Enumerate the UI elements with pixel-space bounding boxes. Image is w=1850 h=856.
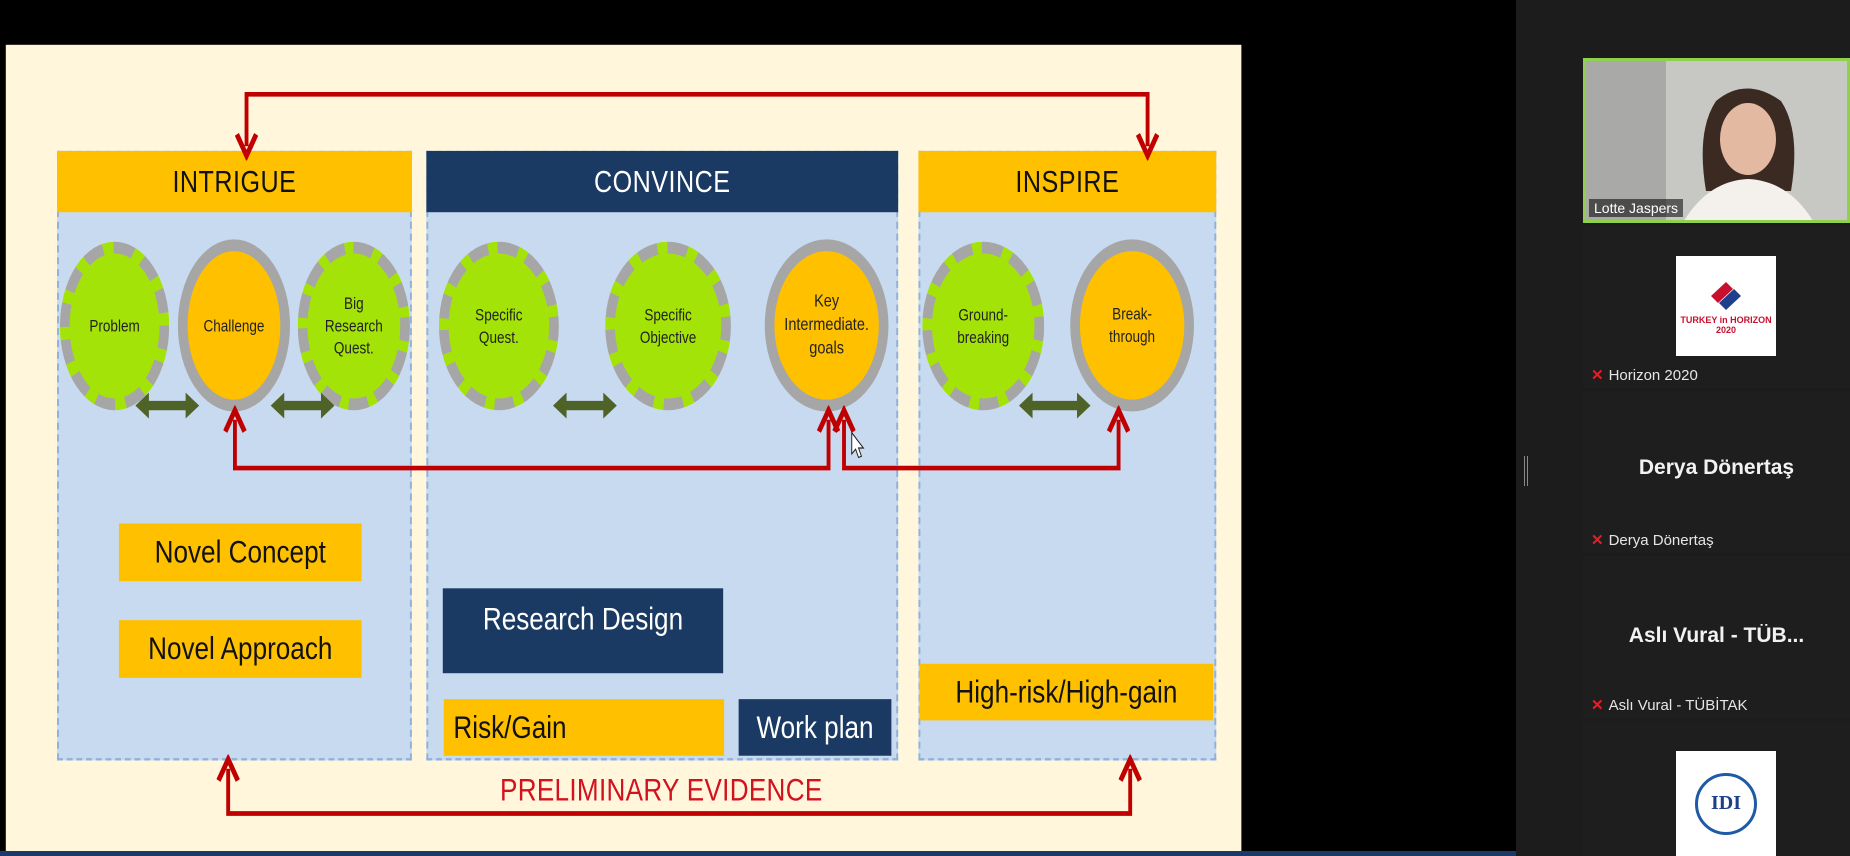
participant-tile-video[interactable]: Lotte Jaspers	[1583, 58, 1850, 223]
high-risk-box: High-risk/High-gain	[919, 663, 1214, 721]
mic-muted-icon: ✕	[1591, 532, 1604, 549]
novel-approach-box: Novel Approach	[118, 620, 362, 678]
mic-muted-icon: ✕	[1591, 367, 1604, 384]
participant-tile-derya[interactable]: Derya Dönertaş ✕ Derya Dönertaş	[1583, 391, 1850, 553]
participant-tile-asli[interactable]: Aslı Vural - TÜB... ✕ Aslı Vural - TÜBİT…	[1583, 556, 1850, 718]
horizon-logo: TURKEY in HORIZON 2020	[1676, 256, 1776, 356]
screen-bottom-bar	[0, 851, 1516, 856]
participant-tile-idi[interactable]: IDI	[1583, 721, 1850, 856]
participant-name: Lotte Jaspers	[1589, 199, 1684, 217]
horizon-logo-icon	[1711, 282, 1741, 311]
groundbreaking-circle: Ground- breaking	[922, 241, 1045, 411]
inspire-header: INSPIRE	[918, 150, 1217, 213]
risk-gain-box: Risk/Gain	[443, 699, 725, 756]
participant-tile-horizon[interactable]: TURKEY in HORIZON 2020 ✕ Horizon 2020	[1583, 226, 1850, 388]
convince-header: CONVINCE	[426, 150, 899, 213]
novel-concept-box: Novel Concept	[118, 523, 362, 582]
participant-name: Horizon 2020	[1608, 366, 1698, 384]
shared-screen: INTRIGUE CONVINCE INSPIRE Problem Challe…	[0, 0, 1516, 856]
participant-name-row: ✕ Horizon 2020	[1591, 366, 1698, 385]
breakthrough-circle: Break- through	[1070, 239, 1194, 412]
idi-logo-text: IDI	[1695, 772, 1757, 835]
challenge-circle: Challenge	[177, 239, 291, 412]
sidebar-resize-handle[interactable]	[1524, 456, 1528, 486]
problem-circle: Problem	[59, 241, 170, 411]
participant-name-row: ✕ Aslı Vural - TÜBİTAK	[1591, 696, 1748, 715]
participant-name: Aslı Vural - TÜBİTAK	[1608, 696, 1748, 714]
mic-muted-icon: ✕	[1591, 697, 1604, 714]
intrigue-header: INTRIGUE	[57, 150, 412, 213]
presentation-slide: INTRIGUE CONVINCE INSPIRE Problem Challe…	[5, 44, 1242, 854]
participant-display-name: Aslı Vural - TÜB...	[1628, 624, 1805, 647]
research-design-box: Research Design	[442, 588, 724, 674]
big-research-circle: Big Research Quest.	[297, 241, 410, 411]
horizon-logo-text: TURKEY in HORIZON 2020	[1680, 315, 1772, 335]
key-intermediate-circle: Key Intermediate. goals	[764, 239, 889, 412]
participant-video	[1586, 61, 1847, 220]
specific-quest-circle: Specific Quest.	[438, 241, 559, 411]
participant-name-row: ✕ Derya Dönertaş	[1591, 531, 1714, 550]
participant-name: Derya Dönertaş	[1608, 531, 1714, 549]
idi-logo: IDI	[1676, 751, 1776, 856]
preliminary-evidence-label: PRELIMINARY EVIDENCE	[500, 772, 823, 808]
participant-display-name: Derya Dönertaş	[1638, 456, 1795, 479]
work-plan-box: Work plan	[738, 699, 892, 756]
specific-objective-circle: Specific Objective	[605, 241, 731, 411]
